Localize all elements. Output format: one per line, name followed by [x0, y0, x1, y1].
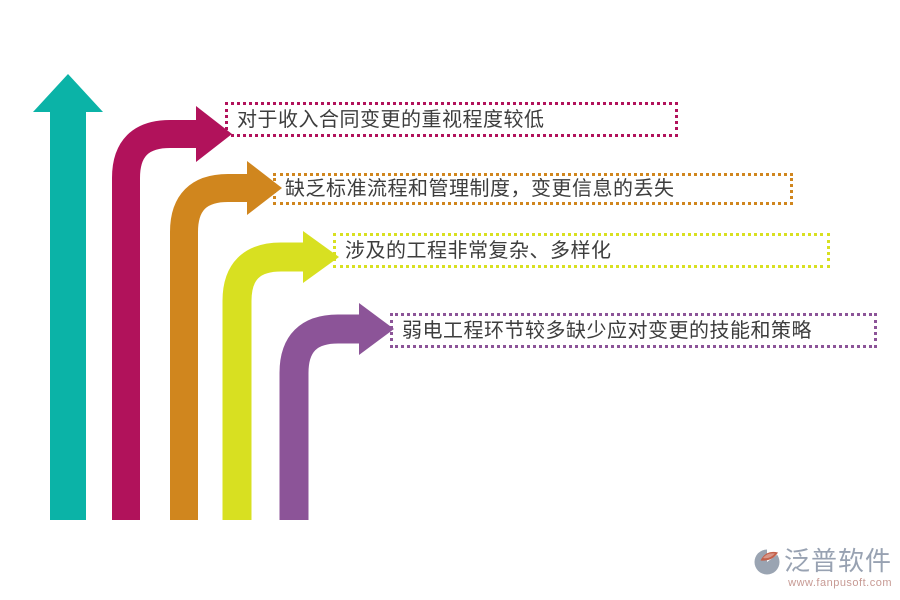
bent-arrow-1: [112, 106, 232, 520]
brand-url: www.fanpusoft.com: [788, 577, 892, 589]
bent-arrow-4: [279, 303, 394, 520]
bent-arrow-2: [170, 161, 282, 520]
bent-arrow-3: [222, 231, 339, 520]
label-text-2: 缺乏标准流程和管理制度，变更信息的丢失: [285, 178, 675, 200]
label-text-1: 对于收入合同变更的重视程度较低: [237, 108, 545, 131]
label-box-3: 涉及的工程非常复杂、多样化: [333, 233, 830, 268]
brand-name: 泛普软件: [783, 546, 892, 576]
bent-arrow-2-shaft: [170, 174, 248, 520]
label-text-4: 弱电工程环节较多缺少应对变更的技能和策略: [402, 319, 812, 342]
label-box-2: 缺乏标准流程和管理制度，变更信息的丢失: [273, 173, 793, 205]
up-arrow-teal: [33, 74, 103, 520]
brand-watermark: 泛普软件 www.fanpusoft.com: [754, 546, 892, 589]
label-box-4: 弱电工程环节较多缺少应对变更的技能和策略: [390, 313, 877, 348]
fanpu-logo-icon: [754, 548, 781, 575]
bent-arrow-1-shaft: [112, 120, 197, 520]
bent-arrow-3-shaft: [222, 242, 304, 520]
bent-arrow-4-head: [359, 303, 394, 355]
bent-arrow-4-shaft: [279, 314, 360, 520]
label-box-1: 对于收入合同变更的重视程度较低: [225, 102, 678, 137]
label-text-3: 涉及的工程非常复杂、多样化: [345, 239, 612, 262]
